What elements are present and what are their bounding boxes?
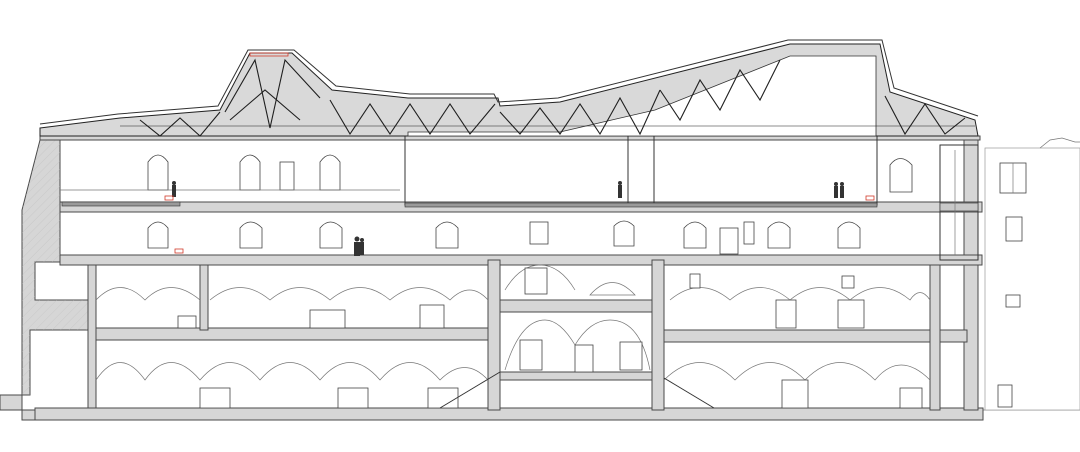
- left-terrain: [0, 139, 91, 421]
- arcade-windows: [147, 220, 861, 255]
- upper-windows: [60, 154, 913, 193]
- neighbour-building: [984, 137, 1080, 411]
- right-tower: [939, 144, 979, 261]
- scale-figures: [172, 181, 844, 256]
- stairs: [439, 371, 715, 409]
- outer-walls: [34, 135, 984, 421]
- basement-vaults: [95, 319, 931, 409]
- roof-structure: [39, 39, 979, 137]
- upper-hall: [61, 134, 878, 208]
- level-markers: [164, 195, 875, 254]
- ground-floor-vaults: [95, 264, 931, 329]
